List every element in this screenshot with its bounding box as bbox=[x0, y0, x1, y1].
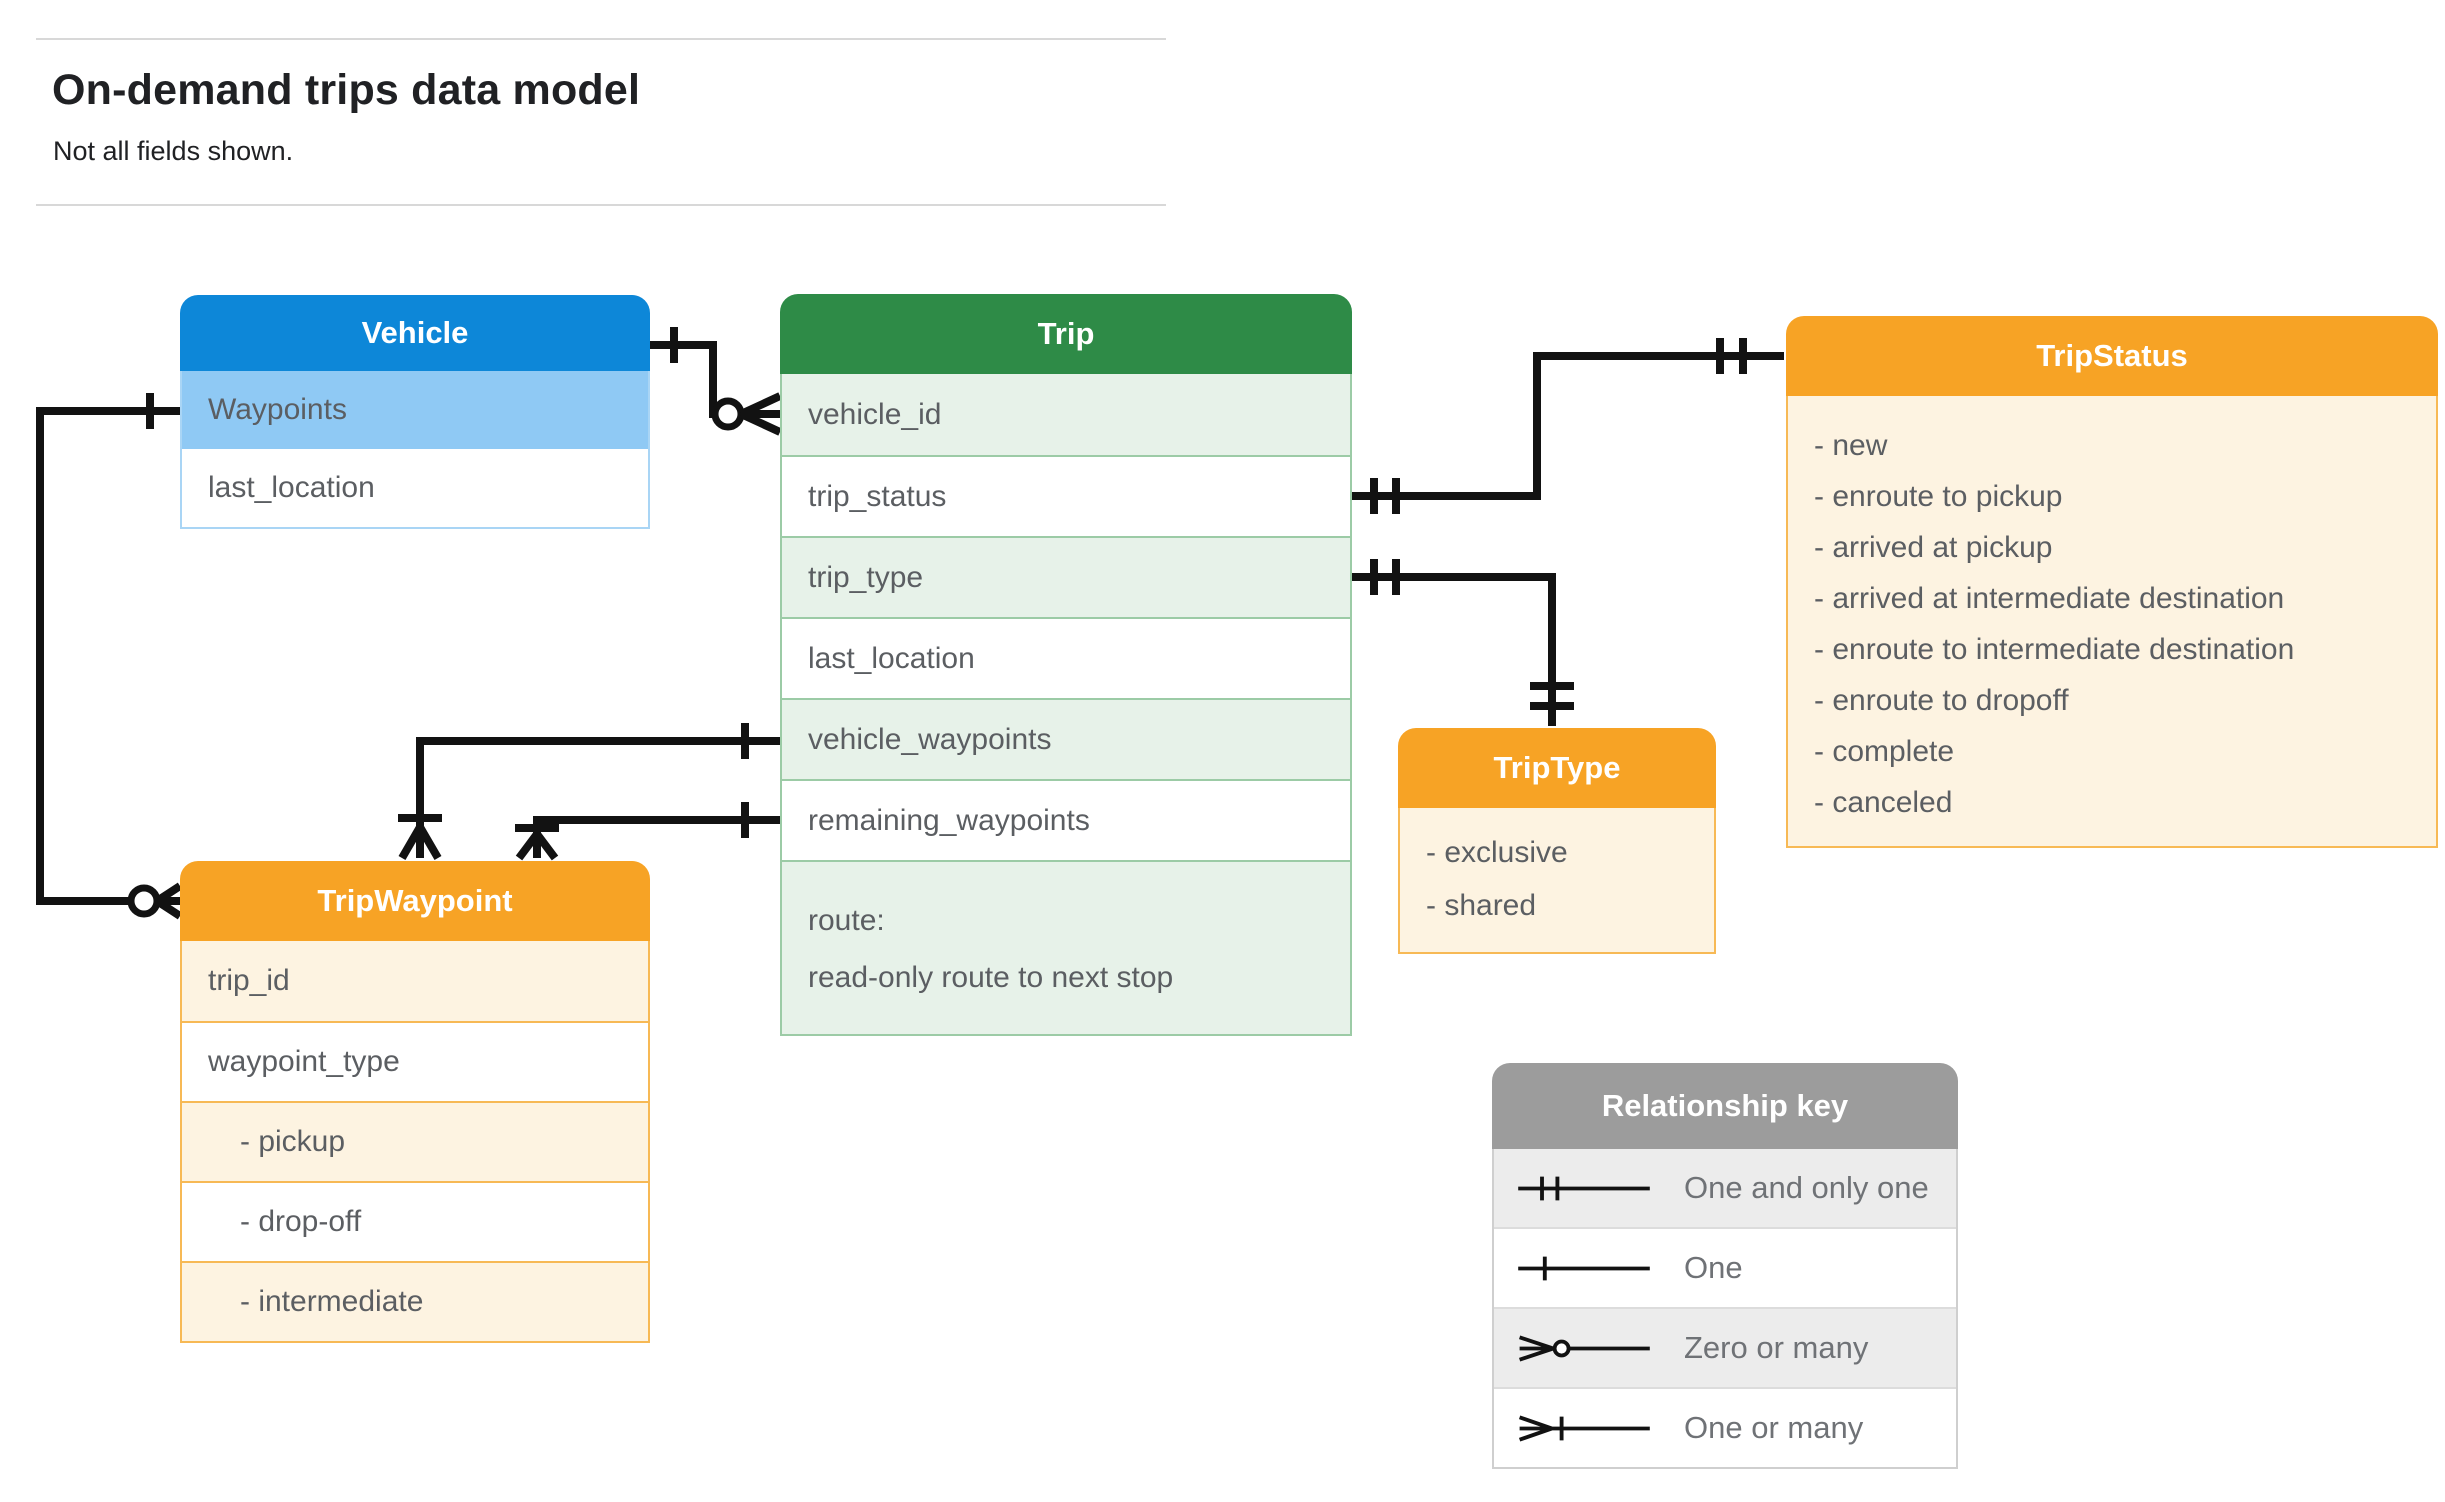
entity-triptype: TripType - exclusive - shared bbox=[1398, 728, 1716, 954]
route-label: route: bbox=[808, 904, 885, 937]
enum-enroute-to-pickup: - enroute to pickup bbox=[1814, 480, 2063, 513]
relationship-key-title: Relationship key bbox=[1492, 1063, 1958, 1149]
entity-vehicle-title: Vehicle bbox=[180, 295, 650, 371]
entity-tripstatus-title: TripStatus bbox=[1786, 316, 2438, 396]
one-or-many-icon bbox=[1518, 1414, 1650, 1442]
entity-triptype-title: TripType bbox=[1398, 728, 1716, 808]
entity-vehicle: Vehicle Waypoints last_location bbox=[180, 295, 650, 529]
row-last-location: last_location bbox=[182, 449, 648, 527]
row-trip-status: trip_status bbox=[782, 455, 1350, 536]
entity-tripwaypoint-title: TripWaypoint bbox=[180, 861, 650, 941]
entity-tripstatus: TripStatus - new - enroute to pickup - a… bbox=[1786, 316, 2438, 848]
key-label: One or many bbox=[1684, 1410, 1864, 1445]
enum-enroute-to-intermediate-destination: - enroute to intermediate destination bbox=[1814, 633, 2295, 666]
row-trip-type: trip_type bbox=[782, 536, 1350, 617]
row-remaining-waypoints: remaining_waypoints bbox=[782, 779, 1350, 860]
key-label: One and only one bbox=[1684, 1170, 1929, 1205]
enum-canceled: - canceled bbox=[1814, 786, 1953, 819]
title-divider bbox=[36, 204, 1166, 206]
entity-tripwaypoint: TripWaypoint trip_id waypoint_type - pic… bbox=[180, 861, 650, 1343]
enum-enroute-to-dropoff: - enroute to dropoff bbox=[1814, 684, 2069, 717]
page-subtitle: Not all fields shown. bbox=[53, 136, 294, 166]
one-icon bbox=[1518, 1256, 1650, 1280]
row-waypoints: Waypoints bbox=[182, 371, 648, 449]
route-description: read-only route to next stop bbox=[808, 961, 1174, 994]
enum-exclusive: - exclusive bbox=[1426, 836, 1568, 869]
page-title: On-demand trips data model bbox=[52, 66, 641, 114]
key-row-one-and-only-one: One and only one bbox=[1494, 1149, 1956, 1227]
connector-trip-type-to-triptype bbox=[1352, 559, 1574, 726]
entity-trip: Trip vehicle_id trip_status trip_type la… bbox=[780, 294, 1352, 1036]
connector-vehicle-waypoints-to-tripwaypoint bbox=[36, 393, 183, 920]
enum-drop-off: - drop-off bbox=[182, 1181, 648, 1261]
zero-or-many-icon bbox=[1518, 1334, 1650, 1362]
row-trip-id: trip_id bbox=[182, 941, 648, 1021]
enum-complete: - complete bbox=[1814, 735, 1955, 768]
enum-new: - new bbox=[1814, 429, 1888, 462]
connector-vehicle-waypoints-field-to-tripwaypoint bbox=[398, 723, 780, 861]
key-row-one-or-many: One or many bbox=[1494, 1387, 1956, 1467]
enum-pickup: - pickup bbox=[182, 1101, 648, 1181]
relationship-key: Relationship key One and only one One bbox=[1492, 1063, 1958, 1469]
connector-remaining-waypoints-to-tripwaypoint bbox=[515, 802, 780, 861]
row-waypoint-type: waypoint_type bbox=[182, 1021, 648, 1101]
key-row-zero-or-many: Zero or many bbox=[1494, 1307, 1956, 1387]
row-trip-last-location: last_location bbox=[782, 617, 1350, 698]
key-label: Zero or many bbox=[1684, 1330, 1869, 1365]
connector-vehicle-to-trip bbox=[650, 327, 782, 436]
connector-trip-status-to-tripstatus bbox=[1352, 338, 1784, 514]
key-row-one: One bbox=[1494, 1227, 1956, 1307]
enum-intermediate: - intermediate bbox=[182, 1261, 648, 1341]
key-label: One bbox=[1684, 1250, 1743, 1285]
one-and-only-one-icon bbox=[1518, 1176, 1650, 1200]
enum-arrived-at-intermediate-destination: - arrived at intermediate destination bbox=[1814, 582, 2285, 615]
entity-trip-title: Trip bbox=[780, 294, 1352, 374]
row-route: route: read-only route to next stop bbox=[782, 860, 1350, 1034]
enum-shared: - shared bbox=[1426, 889, 1537, 922]
enum-arrived-at-pickup: - arrived at pickup bbox=[1814, 531, 2053, 564]
row-vehicle-waypoints: vehicle_waypoints bbox=[782, 698, 1350, 779]
row-vehicle-id: vehicle_id bbox=[782, 374, 1350, 455]
top-divider bbox=[36, 38, 1166, 40]
